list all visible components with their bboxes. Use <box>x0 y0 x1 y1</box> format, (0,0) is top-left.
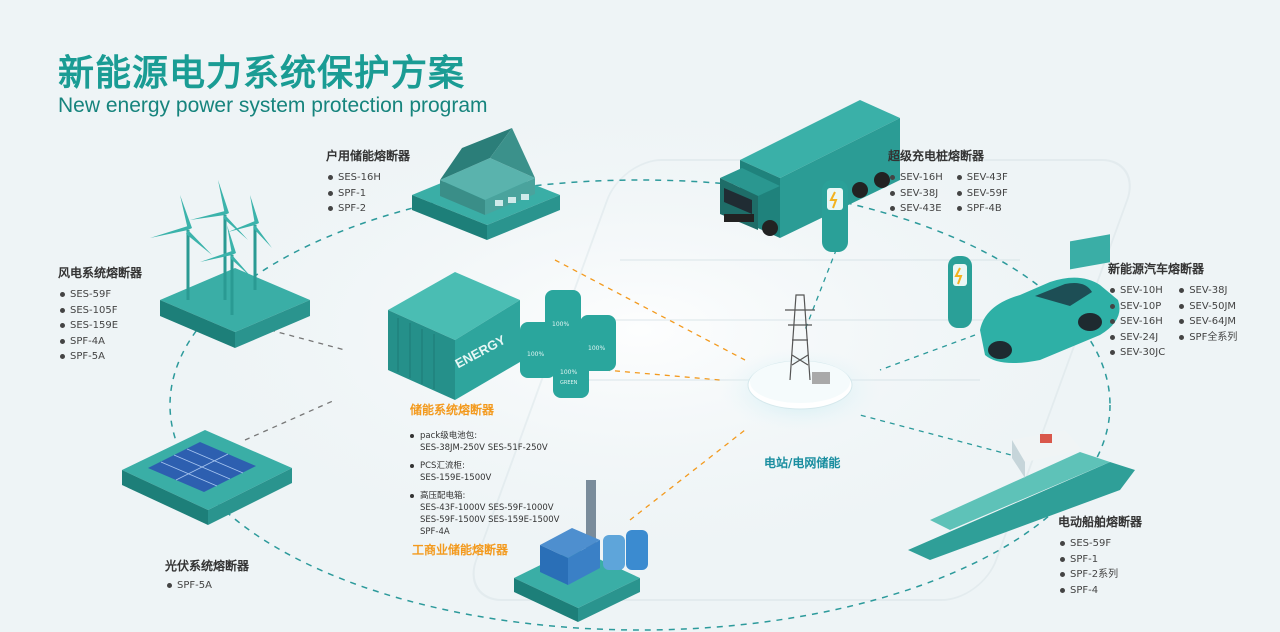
nev-list-col2: SEV-38J SEV-50JM SEV-64JM SPF全系列 <box>1177 283 1237 361</box>
ship-group: 电动船舶熔断器 SES-59F SPF-1 SPF-2系列 SPF-4 <box>1058 513 1142 598</box>
list-item: SEV-43F <box>955 170 1008 186</box>
svg-text:100%: 100% <box>560 369 577 376</box>
household-storage-graphic <box>412 128 560 240</box>
storage-hv-heading: 高压配电箱: <box>410 490 560 502</box>
energy-storage-container-graphic: ENERGY <box>388 272 520 400</box>
storage-pcs-section: PCS汇流柜: SES-159E-1500V <box>410 460 560 484</box>
household-storage-list: SES-16H SPF-1 SPF-2 <box>326 170 410 217</box>
battery-pack-graphic: 100% 100% 100% 100% GREEN <box>520 290 616 398</box>
list-item: SPF-2系列 <box>1058 567 1142 583</box>
ship-title: 电动船舶熔断器 <box>1058 515 1143 529</box>
svg-text:100%: 100% <box>552 321 569 328</box>
list-item: SEV-50JM <box>1177 299 1237 315</box>
storage-pack-heading: pack级电池包: <box>410 430 560 442</box>
storage-pack-section: pack级电池包: SES-38JM-250V SES-51F-250V <box>410 430 560 454</box>
list-item: SEV-30JC <box>1108 345 1165 361</box>
list-item: SPF-2 <box>326 201 410 217</box>
page-subtitle: New energy power system protection progr… <box>58 94 488 117</box>
solar-panel-graphic <box>122 430 292 525</box>
svg-text:100%: 100% <box>527 351 544 358</box>
list-item: SPF-1 <box>326 186 410 202</box>
storage-pcs-line: SES-159E-1500V <box>420 473 492 483</box>
pv-list: SPF-5A <box>165 578 249 594</box>
storage-system-group: 储能系统熔断器 pack级电池包: SES-38JM-250V SES-51F-… <box>410 401 560 538</box>
ship-list: SES-59F SPF-1 SPF-2系列 SPF-4 <box>1058 536 1142 598</box>
list-item: SPF-4A <box>58 334 142 350</box>
list-item: SEV-64JM <box>1177 314 1237 330</box>
list-item: SPF-4B <box>955 201 1008 217</box>
storage-hv-line: SES-59F-1500V SES-159E-1500V <box>420 515 560 525</box>
wind-power-list: SES-59F SES-105F SES-159E SPF-4A SPF-5A <box>58 287 142 365</box>
electric-car-graphic <box>980 277 1120 364</box>
list-item: SEV-38J <box>1177 283 1237 299</box>
list-item: SEV-59F <box>955 186 1008 202</box>
pv-title: 光伏系统熔断器 <box>165 559 250 573</box>
grid-station-graphic <box>720 294 880 432</box>
svg-text:GREEN: GREEN <box>560 380 578 386</box>
household-storage-group: 户用储能熔断器 SES-16H SPF-1 SPF-2 <box>326 147 410 217</box>
charging-pile-list-col2: SEV-43F SEV-59F SPF-4B <box>955 170 1008 217</box>
charging-station-graphic <box>822 180 972 328</box>
household-storage-title: 户用储能熔断器 <box>326 149 411 163</box>
list-item: SPF-5A <box>165 578 249 594</box>
nev-title: 新能源汽车熔断器 <box>1108 262 1205 276</box>
nev-list-col1: SEV-10H SEV-10P SEV-16H SEV-24J SEV-30JC <box>1108 283 1165 361</box>
wind-power-group: 风电系统熔断器 SES-59F SES-105F SES-159E SPF-4A… <box>58 264 142 365</box>
storage-system-title: 储能系统熔断器 <box>410 403 495 417</box>
list-item: SES-16H <box>326 170 410 186</box>
connection-ring <box>169 179 1111 631</box>
wind-power-title: 风电系统熔断器 <box>58 266 143 280</box>
charging-pile-list-col1: SEV-16H SEV-38J SEV-43E <box>888 170 943 217</box>
truck-graphic <box>720 100 900 238</box>
charging-pile-group: 超级充电桩熔断器 SEV-16H SEV-38J SEV-43E SEV-43F… <box>888 147 1008 217</box>
list-item: SPF-1 <box>1058 552 1142 568</box>
list-item: SEV-16H <box>888 170 943 186</box>
list-item: SES-59F <box>58 287 142 303</box>
grid-storage-title: 电站/电网储能 <box>764 456 841 470</box>
storage-hv-line: SPF-4A <box>420 527 450 537</box>
factory-graphic <box>514 480 648 622</box>
nev-group: 新能源汽车熔断器 SEV-10H SEV-10P SEV-16H SEV-24J… <box>1108 260 1237 361</box>
page-title: 新能源电力系统保护方案 <box>58 53 466 94</box>
storage-pcs-heading: PCS汇流柜: <box>410 460 560 472</box>
list-item: SEV-10P <box>1108 299 1165 315</box>
list-item: SEV-16H <box>1108 314 1165 330</box>
list-item: SES-159E <box>58 318 142 334</box>
storage-hv-section: 高压配电箱: SES-43F-1000V SES-59F-1000V SES-5… <box>410 490 560 538</box>
charging-pile-title: 超级充电桩熔断器 <box>888 149 985 163</box>
connection-lines <box>244 239 1031 521</box>
list-item: SEV-38J <box>888 186 943 202</box>
list-item: SEV-10H <box>1108 283 1165 299</box>
list-item: SES-105F <box>58 303 142 319</box>
list-item: SPF-4 <box>1058 583 1142 599</box>
wind-farm-graphic <box>150 180 310 348</box>
svg-text:100%: 100% <box>588 345 605 352</box>
storage-hv-line: SES-43F-1000V SES-59F-1000V <box>420 503 554 513</box>
list-item: SES-59F <box>1058 536 1142 552</box>
list-item: SPF全系列 <box>1177 330 1237 346</box>
list-item: SEV-24J <box>1108 330 1165 346</box>
industrial-storage-title: 工商业储能熔断器 <box>412 543 509 557</box>
list-item: SPF-5A <box>58 349 142 365</box>
pv-group: 光伏系统熔断器 SPF-5A <box>165 557 249 594</box>
list-item: SEV-43E <box>888 201 943 217</box>
electric-ship-graphic <box>908 234 1135 560</box>
storage-pack-line: SES-38JM-250V SES-51F-250V <box>420 443 548 453</box>
